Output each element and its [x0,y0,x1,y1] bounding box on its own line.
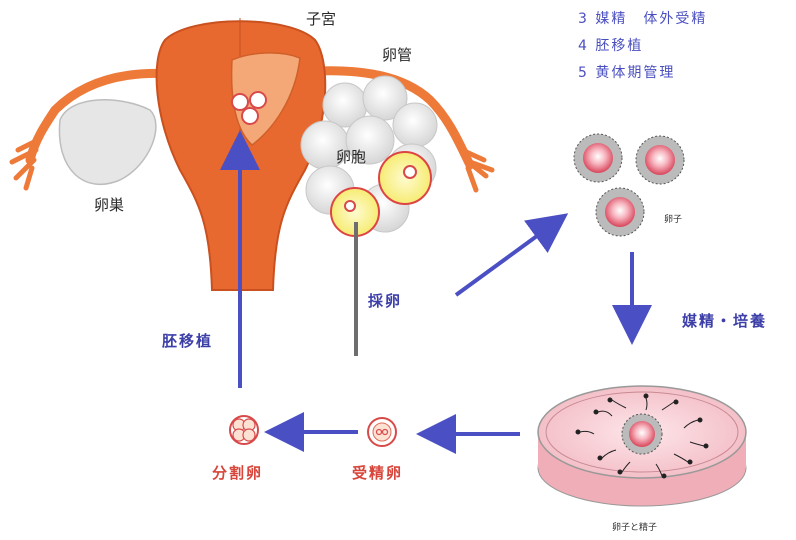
label-ovary: 卵巣 [94,194,124,215]
fertilized-egg [368,418,396,446]
label-insemination-culture: 媒精・培養 [682,310,767,331]
retrieval-arrow [456,225,552,295]
label-follicle: 卵胞 [336,146,366,167]
label-oviduct: 卵管 [382,44,412,65]
left-ovary [59,100,155,185]
step-item: 4 胚移植 [578,33,707,60]
dish-oocyte [622,414,662,454]
label-egg-and-sperm: 卵子と精子 [612,520,657,533]
label-fertilized-egg: 受精卵 [352,462,403,483]
step-item: 3 媒精 体外受精 [578,6,707,33]
step-item: 5 黄体期管理 [578,60,707,87]
label-cleaved-egg: 分割卵 [212,462,263,483]
cleaved-egg [230,416,258,444]
label-uterus: 子宮 [306,8,336,29]
label-embryo-transfer: 胚移植 [162,330,213,351]
oocyte-3 [596,188,644,236]
oocyte-1 [574,134,622,182]
oocyte-2 [636,136,684,184]
step-list: 3 媒精 体外受精 4 胚移植 5 黄体期管理 [578,6,707,87]
label-egg-retrieval: 採卵 [368,290,402,311]
label-oocyte: 卵子 [664,212,682,225]
